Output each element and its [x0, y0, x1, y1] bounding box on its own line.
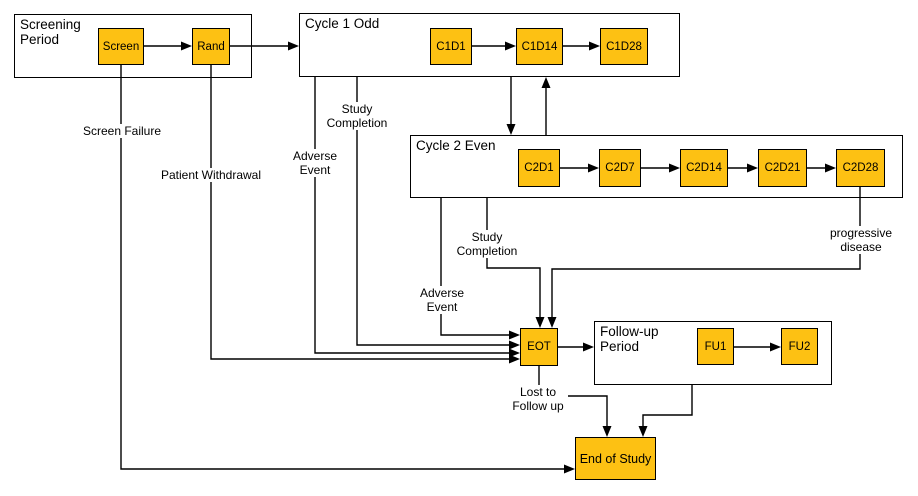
node-c2d28: C2D28 — [836, 149, 885, 187]
screening-period-title: Screening Period — [20, 17, 81, 48]
edge-progressive-disease-to-eot — [547, 187, 861, 328]
arrowhead — [770, 342, 781, 352]
label-patient-withdrawal: Patient Withdrawal — [159, 168, 263, 183]
label-progressive-disease: progressive disease — [826, 226, 896, 255]
node-eot: EOT — [520, 328, 558, 366]
arrowhead — [602, 426, 612, 437]
arrowhead — [747, 163, 758, 173]
edge-followup-to-end-of-study — [638, 385, 693, 437]
cycle2-title: Cycle 2 Even — [416, 138, 496, 153]
edge-c1d1-to-c1d14 — [472, 41, 516, 51]
label-study-completion-c1: Study Completion — [323, 102, 391, 131]
edge-rand-to-cycle1 — [230, 41, 299, 51]
node-c2d21: C2D21 — [758, 149, 807, 187]
cycle1-container: Cycle 1 Odd — [299, 13, 680, 77]
node-screen: Screen — [98, 28, 144, 65]
edge-lost-to-followup-to-end-of-study — [538, 366, 612, 437]
edge-c2d21-to-c2d28 — [807, 163, 836, 173]
node-end-of-study: End of Study — [575, 437, 656, 480]
arrowhead — [583, 342, 594, 352]
node-fu1: FU1 — [697, 328, 734, 365]
cycle2-container: Cycle 2 Even — [410, 135, 903, 198]
node-fu2: FU2 — [781, 328, 818, 365]
node-c1d1: C1D1 — [430, 28, 472, 65]
node-c1d28: C1D28 — [600, 28, 648, 65]
arrowhead — [589, 41, 600, 51]
node-c2d1: C2D1 — [518, 149, 560, 187]
edge-patient-withdrawal-to-eot — [210, 65, 520, 364]
node-c2d14: C2D14 — [680, 149, 728, 187]
arrowhead — [509, 330, 520, 340]
label-adverse-event-c2: Adverse Event — [416, 286, 468, 315]
arrowhead — [509, 348, 520, 358]
cycle1-title: Cycle 1 Odd — [305, 16, 380, 31]
label-adverse-event-c1: Adverse Event — [289, 149, 341, 178]
edge-fu1-to-fu2 — [734, 342, 781, 352]
edge-screen-failure-to-end-of-study — [120, 65, 575, 474]
arrowhead — [564, 464, 575, 474]
arrowhead — [509, 354, 520, 364]
arrowhead — [509, 340, 520, 350]
edge-eot-to-followup — [558, 342, 594, 352]
label-screen-failure: Screen Failure — [81, 124, 163, 139]
edge-cycle2-to-cycle1 — [541, 77, 551, 135]
edge-adverse-event-c2-to-eot — [440, 198, 520, 340]
edge-screen-to-rand — [144, 41, 192, 51]
edge-c2d14-to-c2d21 — [728, 163, 758, 173]
edge-c2d1-to-c2d7 — [560, 163, 599, 173]
node-rand: Rand — [192, 28, 230, 65]
arrowhead — [505, 41, 516, 51]
edge-cycle1-to-cycle2 — [506, 77, 516, 135]
arrowhead — [181, 41, 192, 51]
edge-c2d7-to-c2d14 — [641, 163, 680, 173]
node-c2d7: C2D7 — [599, 149, 641, 187]
label-study-completion-c2: Study Completion — [453, 230, 521, 259]
edge-study-completion-c2-to-eot — [486, 198, 545, 328]
screening-period-container: Screening Period — [14, 14, 252, 78]
arrowhead — [825, 163, 836, 173]
arrowhead — [588, 163, 599, 173]
edge-study-completion-c1-to-eot — [356, 77, 520, 350]
arrowhead — [669, 163, 680, 173]
arrowhead — [288, 41, 299, 51]
arrowhead — [638, 426, 648, 437]
followup-period-title: Follow-up Period — [600, 324, 659, 355]
node-c1d14: C1D14 — [516, 28, 563, 65]
arrowhead — [541, 77, 551, 88]
arrowhead — [547, 317, 557, 328]
followup-period-container: Follow-up Period — [594, 321, 832, 385]
arrowhead — [535, 317, 545, 328]
label-lost-to-followup: Lost to Follow up — [508, 385, 568, 414]
edge-c1d14-to-c1d28 — [563, 41, 600, 51]
arrowhead — [506, 124, 516, 135]
